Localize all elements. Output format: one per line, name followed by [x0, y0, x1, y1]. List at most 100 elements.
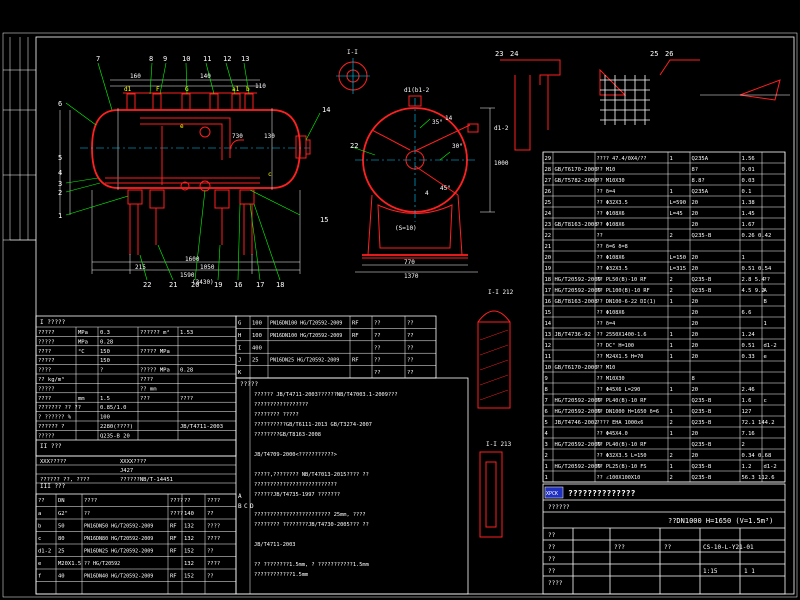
- nozzle-cell: RF: [170, 549, 177, 555]
- parts-cell: 20: [692, 211, 699, 217]
- drawing-title: ??DN1000 H=1650 (V=1.5m³): [668, 517, 773, 525]
- notes-line: ?????,???????? NB/T47013-2015???? ??: [254, 472, 369, 478]
- nozzle2-cell: ??: [374, 370, 381, 376]
- plan-label-5: 5: [58, 154, 62, 162]
- binding-strip: [3, 37, 36, 241]
- detail-view-23-26: 23 24 25 26: [495, 50, 790, 151]
- design-cell: 1.53: [180, 330, 193, 336]
- notes-line: ?????? JB/T4711-2003??????NB/T47003.1-20…: [254, 392, 398, 398]
- nozzle-cell: b: [38, 524, 41, 530]
- parts-cell: 1: [545, 475, 548, 481]
- design-cell: ?? kg/m³: [38, 376, 65, 383]
- nozzle-cell: PN16DN50 HG/T20592-2009: [84, 524, 153, 530]
- parts-cell: JB/T4746-2002: [555, 420, 598, 426]
- parts-cell: 1: [764, 321, 767, 327]
- nozzle-cell: 140: [184, 511, 194, 517]
- plan-label-17: 17: [256, 281, 264, 289]
- technical-notes: ????? ?????? JB/T4711-2003??????NB/T4700…: [235, 377, 469, 595]
- parts-cell: 19: [545, 266, 552, 272]
- parts-cell: ?? Φ32X3.5: [597, 266, 628, 272]
- parts-cell: 20: [692, 332, 699, 338]
- parts-cell: 56.3 112.6: [742, 475, 775, 481]
- design-sub-cell: XXX?????: [40, 459, 67, 465]
- nozzle-header: ??: [38, 498, 45, 504]
- parts-cell: ?? Φ32X3.5: [597, 200, 628, 206]
- parts-cell: L=590: [670, 200, 687, 206]
- parts-cell: 20: [692, 310, 699, 316]
- parts-cell: HG/T20592-2009: [555, 277, 601, 283]
- nozzle2-cell: G: [238, 321, 241, 327]
- parts-cell: 2: [670, 453, 673, 459]
- parts-cell: 7.16: [742, 431, 755, 437]
- notes-line: ??????JB/T4735-1997 ???????: [254, 492, 340, 498]
- design-cell: ????: [38, 396, 51, 402]
- section-label-4: 4: [425, 190, 429, 197]
- nozzle-cell: PN16DN40 HG/T20592-2009: [84, 574, 153, 580]
- parts-cell: 20: [692, 387, 699, 393]
- plan-label-18: 18: [276, 281, 284, 289]
- parts-cell: HG/T20592-2009: [555, 442, 601, 448]
- design-cell: 0.85/1.0: [100, 405, 127, 411]
- parts-cell: 5: [545, 420, 548, 426]
- parts-cell: ?? δ=4: [597, 321, 616, 327]
- parts-cell: 18: [545, 277, 552, 283]
- detail-label-26: 26: [665, 50, 673, 58]
- parts-cell: ?? Φ108X6: [597, 222, 625, 228]
- parts-cell: 1: [670, 464, 673, 470]
- nozzle-cell: a: [38, 511, 41, 517]
- parts-cell: 20: [692, 321, 699, 327]
- parts-cell: 2: [742, 442, 745, 448]
- parts-cell: 9: [545, 376, 548, 382]
- parts-cell: 20: [692, 299, 699, 305]
- parts-cell: 4.5 9.2: [742, 288, 765, 294]
- parts-cell: 20: [692, 453, 699, 459]
- nozzle-table-title: III ???: [40, 483, 66, 490]
- parts-cell: 2: [545, 453, 548, 459]
- parts-cell: 0.51: [742, 343, 755, 349]
- design-cell: ????: [38, 368, 51, 374]
- parts-cell: 1: [670, 387, 673, 393]
- parts-cell: 0.33: [742, 354, 755, 360]
- nozzle2-cell: ??: [374, 333, 381, 339]
- outer-frame: [2, 32, 798, 598]
- parts-cell: ???? 47.4/0X4/??: [597, 156, 647, 162]
- parts-cell: 13: [545, 332, 552, 338]
- design-cell: ????: [140, 377, 153, 383]
- plan-label-21: 21: [169, 281, 177, 289]
- nozzle2-cell: I: [238, 345, 241, 351]
- nozzle-detail-circle: I-I: [336, 49, 370, 94]
- nozzle-cell: ????: [207, 561, 220, 567]
- nozzle-tag-b: b: [246, 86, 250, 93]
- parts-cell: 20: [692, 266, 699, 272]
- nozzle-cell: RF: [170, 524, 177, 530]
- parts-cell: 22: [545, 233, 552, 239]
- parts-cell: HG/T20592-2009: [555, 288, 601, 294]
- plan-dim-130: 130: [264, 133, 275, 140]
- tb-label-2: ??: [548, 544, 556, 551]
- parts-cell: 8.8?: [692, 178, 705, 184]
- parts-cell: 14: [545, 321, 552, 327]
- design-sub-cell: ?????? ??, ????: [40, 477, 90, 483]
- detail-label-25: 25: [650, 50, 658, 58]
- nozzle-cell: 132: [184, 561, 194, 567]
- nozzle2-cell: ??: [374, 321, 381, 327]
- parts-cell: d1-2: [764, 343, 777, 349]
- nozzle-tag-e: e: [180, 123, 184, 130]
- parts-cell: GB/T8163-2008: [555, 222, 598, 228]
- parts-cell: 8?: [692, 167, 699, 173]
- parts-cell: 16: [545, 299, 552, 305]
- nozzle2-cell: RF: [352, 333, 359, 339]
- parts-cell: ?? M10: [597, 365, 616, 371]
- nozzle2-cell: ??: [407, 358, 414, 364]
- section-label-14: 14: [445, 115, 453, 122]
- parts-cell: 20: [692, 343, 699, 349]
- section-label-22: 22: [350, 142, 358, 150]
- parts-cell: 0.03: [742, 178, 755, 184]
- company-logo: [544, 486, 564, 499]
- detail-label-23: 23: [495, 50, 503, 58]
- parts-cell: GB/T6170-2000: [555, 365, 598, 371]
- parts-cell: 72.1 144.2: [742, 420, 775, 426]
- nozzle-header: ????: [207, 498, 220, 504]
- nozzle-cell: RF: [170, 536, 177, 542]
